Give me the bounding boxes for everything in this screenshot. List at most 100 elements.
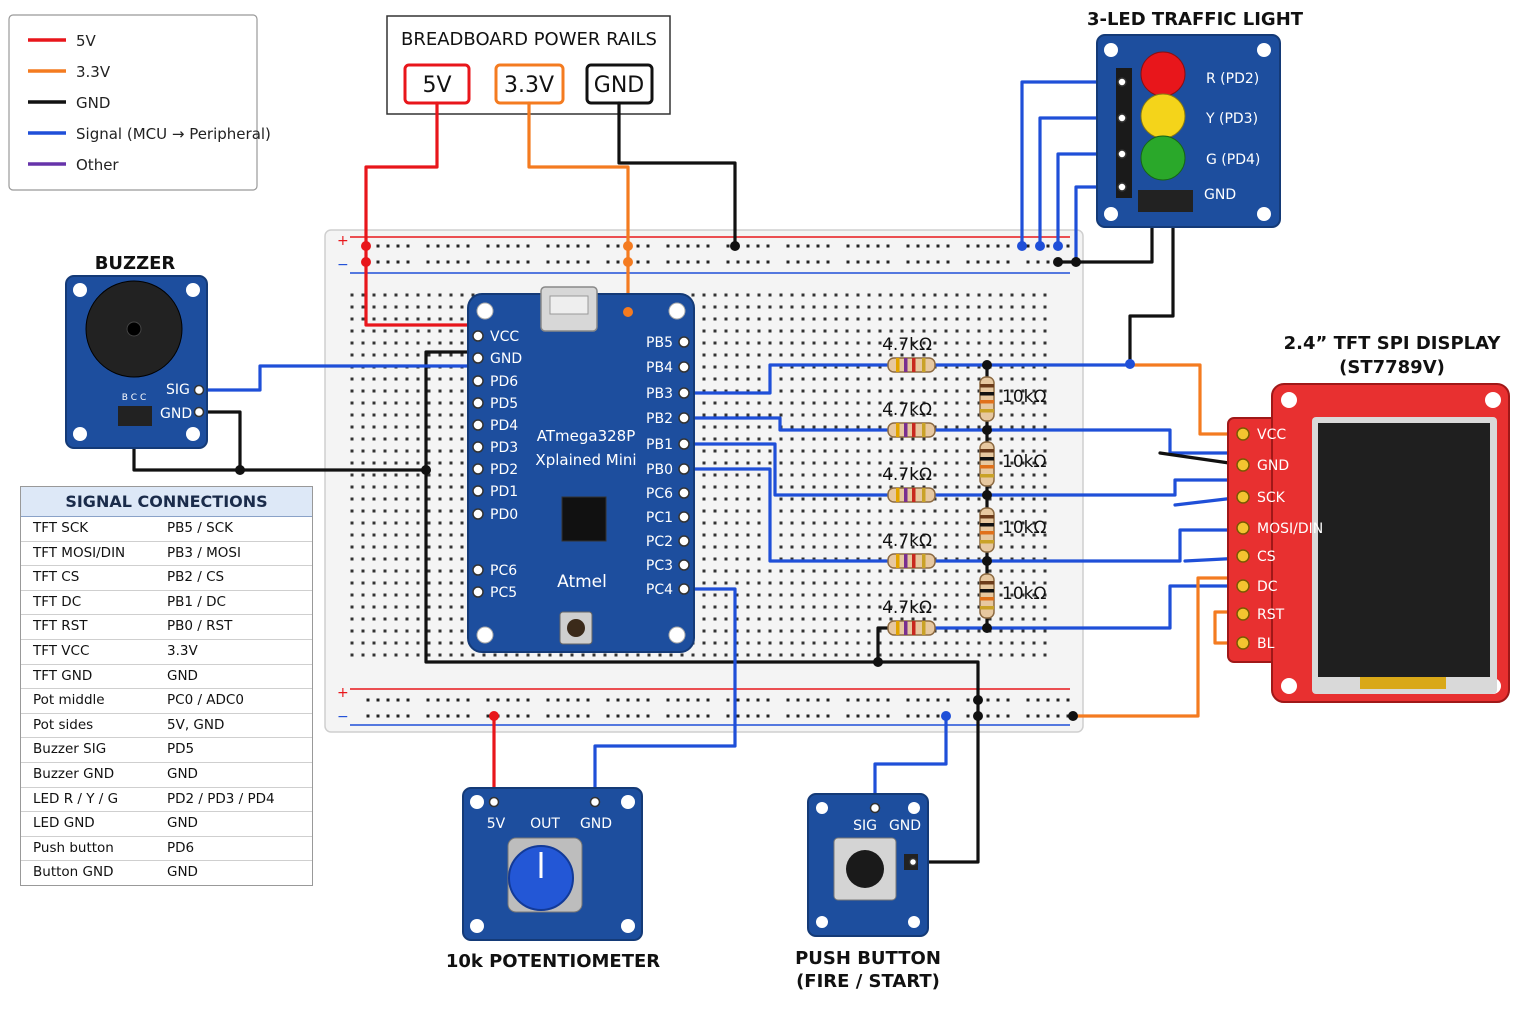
- breadboard-hole: [977, 509, 981, 513]
- mcu-board: ATmega328P Xplained Mini Atmel VCCGNDPD6…: [467, 286, 695, 653]
- breadboard-hole: [768, 461, 772, 465]
- breadboard-hole: [826, 714, 830, 718]
- mcu-pin-hole: [678, 511, 690, 523]
- breadboard-hole: [845, 533, 849, 537]
- breadboard-hole: [779, 473, 783, 477]
- breadboard-hole: [926, 260, 930, 264]
- breadboard-hole: [350, 653, 354, 657]
- mcu-pin-label-left: PD6: [490, 374, 518, 390]
- breadboard-hole: [876, 260, 880, 264]
- breadboard-hole: [966, 641, 970, 645]
- breadboard-hole: [426, 714, 430, 718]
- breadboard-hole: [427, 521, 431, 525]
- breadboard-hole: [955, 509, 959, 513]
- breadboard-hole: [616, 714, 620, 718]
- resistor-band: [980, 409, 994, 413]
- table-cell-signal: Button GND: [33, 864, 114, 881]
- breadboard-hole: [878, 305, 882, 309]
- breadboard-hole: [438, 341, 442, 345]
- breadboard-hole: [944, 653, 948, 657]
- table-cell-connection: PD5: [167, 741, 195, 758]
- breadboard-hole: [460, 449, 464, 453]
- breadboard-hole: [446, 714, 450, 718]
- breadboard-hole: [372, 497, 376, 501]
- breadboard-hole: [372, 413, 376, 417]
- breadboard-hole: [1043, 545, 1047, 549]
- breadboard-hole: [724, 449, 728, 453]
- mcu-brand: Atmel: [557, 572, 607, 592]
- push-button[interactable]: [846, 850, 884, 888]
- breadboard-hole: [988, 617, 992, 621]
- breadboard-hole: [460, 605, 464, 609]
- tft-display-module: 2.4” TFT SPI DISPLAY (ST7789V) VCCGNDSCK…: [1227, 333, 1510, 703]
- button-gnd-label: GND: [889, 818, 921, 834]
- breadboard-hole: [713, 485, 717, 489]
- breadboard-hole: [933, 413, 937, 417]
- breadboard-hole: [636, 260, 640, 264]
- breadboard-hole: [372, 629, 376, 633]
- breadboard-hole: [955, 641, 959, 645]
- breadboard-hole: [757, 353, 761, 357]
- breadboard-hole: [801, 521, 805, 525]
- breadboard-hole: [724, 341, 728, 345]
- breadboard-hole: [977, 569, 981, 573]
- breadboard-hole: [405, 545, 409, 549]
- breadboard-hole: [779, 389, 783, 393]
- breadboard-hole: [786, 714, 790, 718]
- breadboard-hole: [801, 317, 805, 321]
- breadboard-hole: [427, 425, 431, 429]
- breadboard-hole: [372, 341, 376, 345]
- resistor-band: [980, 474, 994, 478]
- breadboard-hole: [427, 461, 431, 465]
- breadboard-hole: [372, 377, 376, 381]
- tft-pin-label: MOSI/DIN: [1257, 521, 1323, 537]
- breadboard-hole: [1021, 641, 1025, 645]
- breadboard-hole: [779, 653, 783, 657]
- breadboard-hole: [900, 569, 904, 573]
- breadboard-hole: [757, 317, 761, 321]
- breadboard-hole: [361, 341, 365, 345]
- breadboard-hole: [438, 557, 442, 561]
- breadboard-hole: [757, 593, 761, 597]
- breadboard-hole: [1021, 605, 1025, 609]
- breadboard-hole: [746, 389, 750, 393]
- breadboard-hole: [911, 401, 915, 405]
- legend-5v: 5V: [76, 32, 97, 50]
- breadboard-hole: [816, 244, 820, 248]
- breadboard-hole: [834, 377, 838, 381]
- breadboard-hole: [735, 497, 739, 501]
- breadboard-hole: [801, 437, 805, 441]
- breadboard-hole: [460, 341, 464, 345]
- breadboard-hole: [556, 244, 560, 248]
- mcu-pin-hole: [678, 559, 690, 571]
- breadboard-hole: [834, 653, 838, 657]
- breadboard-hole: [361, 653, 365, 657]
- breadboard-hole: [826, 260, 830, 264]
- breadboard-hole: [372, 401, 376, 405]
- buzzer-title: BUZZER: [95, 253, 176, 274]
- breadboard-hole: [977, 557, 981, 561]
- breadboard-hole: [867, 377, 871, 381]
- breadboard-hole: [1021, 581, 1025, 585]
- breadboard-hole: [636, 653, 640, 657]
- breadboard-hole: [383, 497, 387, 501]
- breadboard-hole: [1006, 698, 1010, 702]
- breadboard-hole: [866, 714, 870, 718]
- breadboard-hole: [1010, 473, 1014, 477]
- breadboard-hole: [438, 533, 442, 537]
- breadboard-hole: [394, 497, 398, 501]
- breadboard-hole: [372, 605, 376, 609]
- breadboard-hole: [823, 317, 827, 321]
- breadboard-hole: [944, 533, 948, 537]
- breadboard-hole: [955, 425, 959, 429]
- breadboard-hole: [405, 353, 409, 357]
- breadboard-hole: [955, 305, 959, 309]
- breadboard-hole: [724, 641, 728, 645]
- breadboard-hole: [823, 353, 827, 357]
- mcu-pin-label-right: PB4: [646, 360, 673, 376]
- table-cell-signal: TFT CS: [33, 569, 80, 586]
- breadboard-hole: [801, 497, 805, 501]
